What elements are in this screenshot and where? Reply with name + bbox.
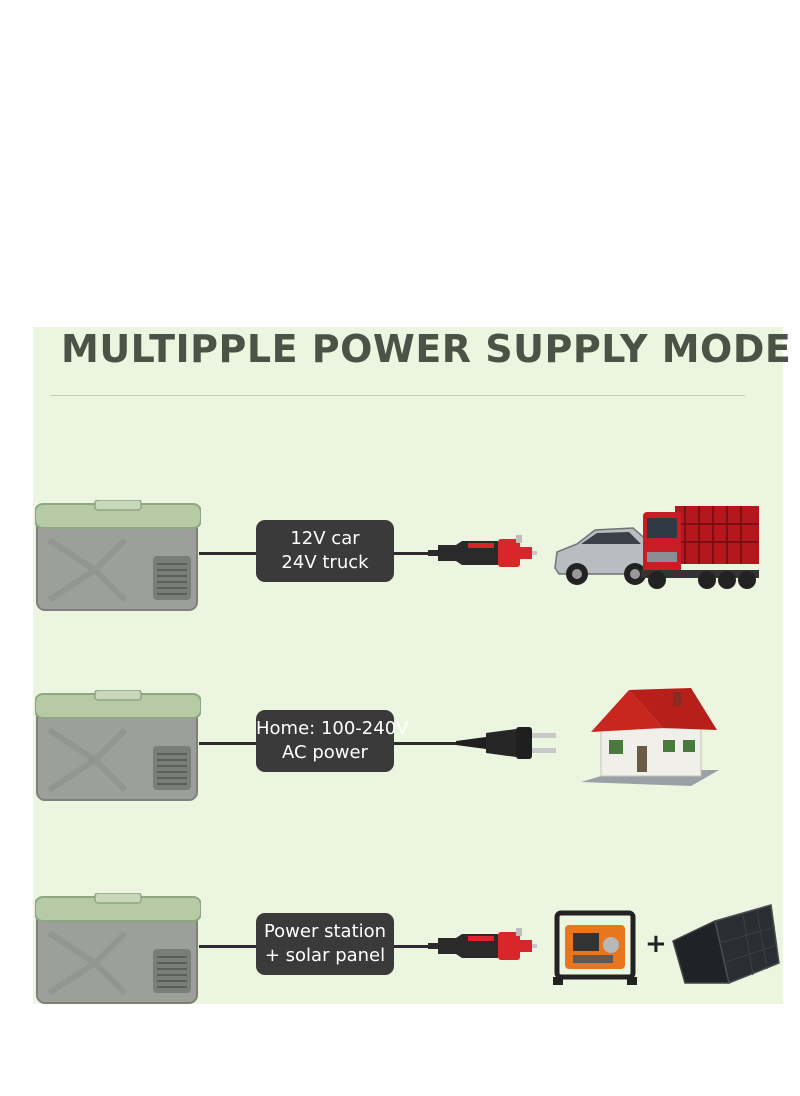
cable-line <box>394 552 430 555</box>
fridge-icon <box>35 500 201 612</box>
generator-icon <box>553 910 637 985</box>
cable-line <box>199 742 257 745</box>
solar-panel-icon <box>672 904 780 985</box>
mode-label-line1: 12V car <box>290 528 360 549</box>
fridge-icon <box>35 690 201 802</box>
mode-label-line2: 24V truck <box>281 552 369 573</box>
fridge-icon <box>35 893 201 1005</box>
cable-line <box>199 945 257 948</box>
mode-label-solar: Power station + solar panel <box>256 913 394 975</box>
mode-label-line1: Home: 100-240V <box>256 718 409 739</box>
power-mode-row-car: 12V car 24V truck <box>33 496 783 616</box>
power-mode-panel: MULTIPPLE POWER SUPPLY MODE 12V car 24V … <box>33 327 791 1004</box>
title-divider <box>50 395 745 396</box>
car-plug-icon <box>428 533 538 573</box>
cable-line <box>394 742 458 745</box>
page-title: MULTIPPLE POWER SUPPLY MODE <box>61 327 792 371</box>
power-mode-row-solar: Power station + solar panel + <box>33 889 783 1009</box>
house-icon <box>581 688 719 786</box>
mode-label-line2: + solar panel <box>264 945 386 966</box>
car-plug-icon <box>428 926 538 966</box>
mode-label-line2: AC power <box>282 742 368 763</box>
truck-icon <box>641 506 759 589</box>
mode-label-car: 12V car 24V truck <box>256 520 394 582</box>
cable-line <box>199 552 257 555</box>
car-icon <box>554 527 656 585</box>
mode-label-home: Home: 100-240V AC power <box>256 710 409 772</box>
ac-plug-icon <box>456 723 566 763</box>
mode-label-line1: Power station <box>263 921 387 942</box>
plus-sign: + <box>645 929 667 959</box>
cable-line <box>394 945 430 948</box>
power-mode-row-home: Home: 100-240V AC power <box>33 686 783 806</box>
